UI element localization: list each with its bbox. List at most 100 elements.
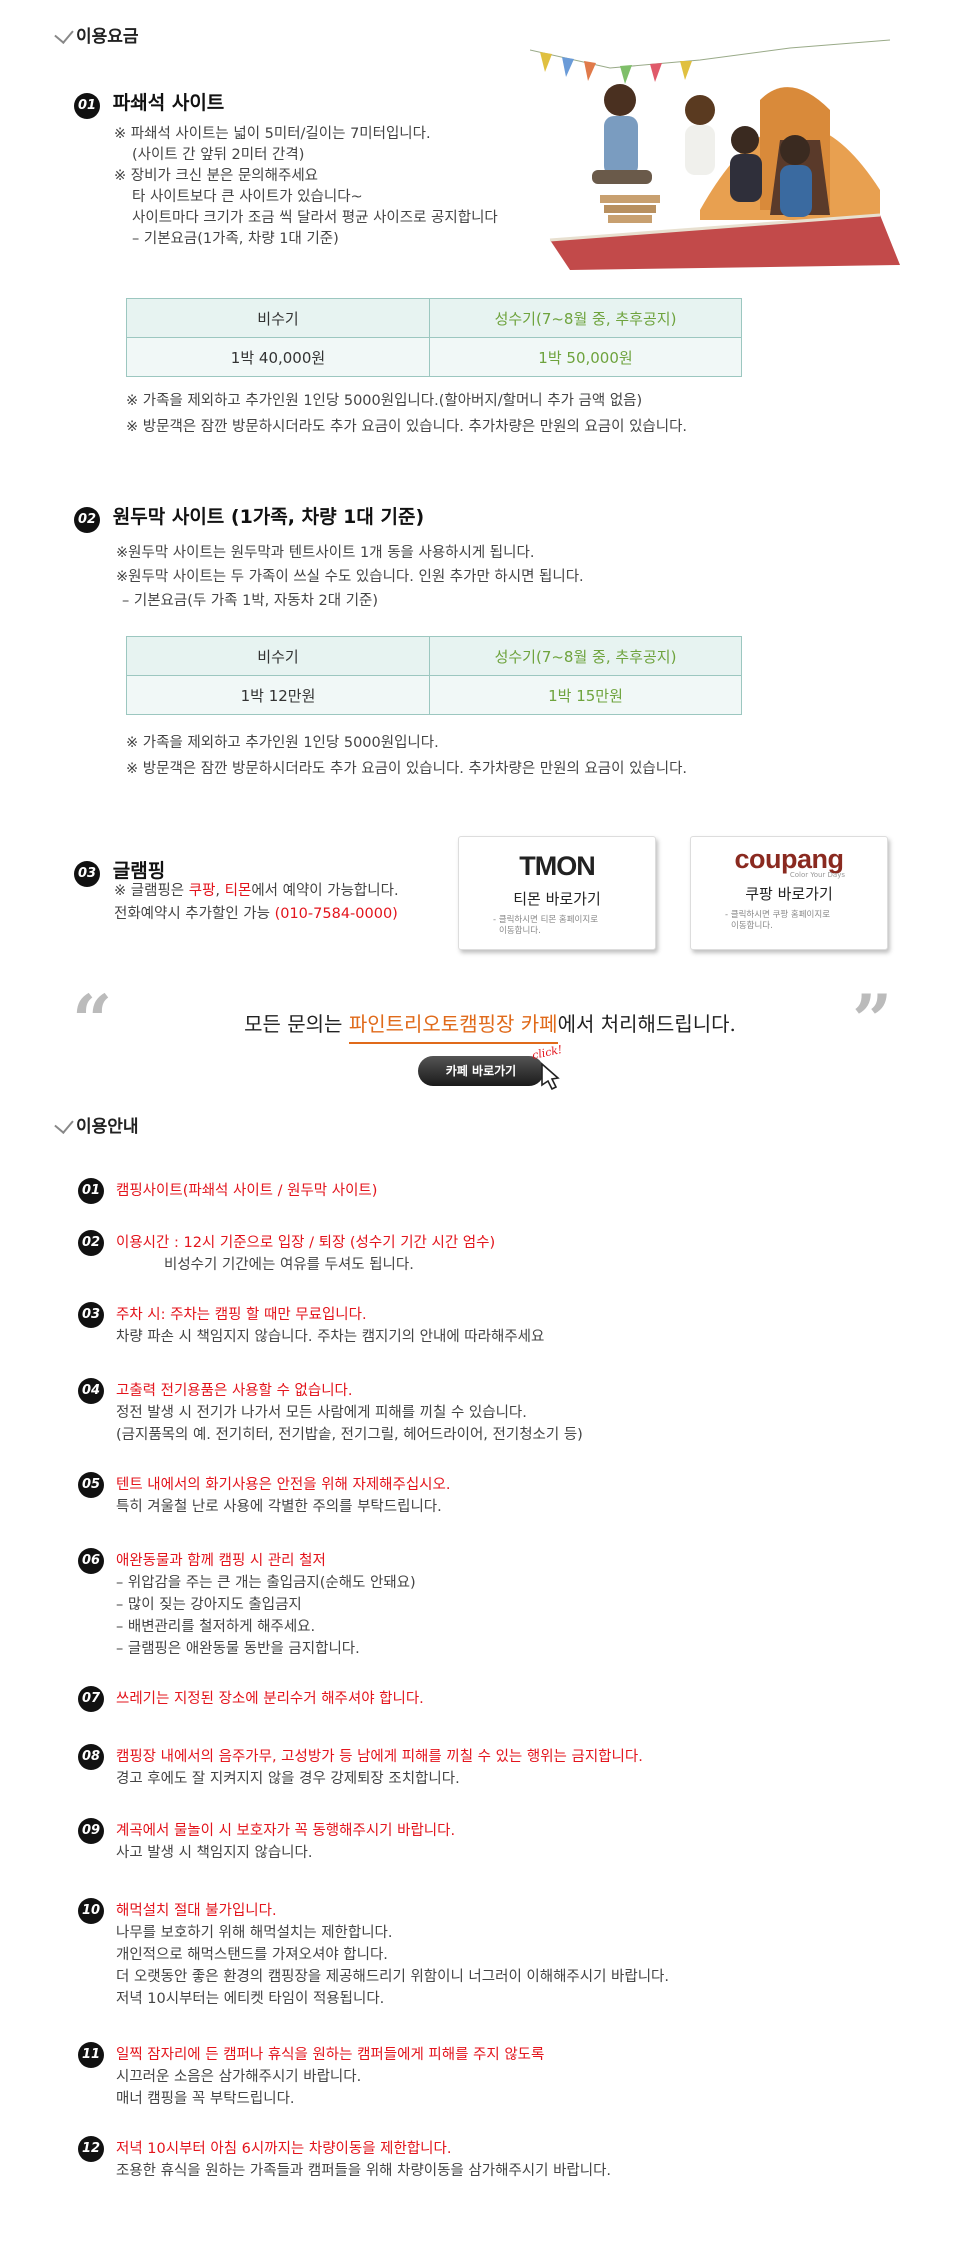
off-season-label: 비수기 <box>126 298 430 338</box>
off-season-price: 1박 12만원 <box>126 675 430 715</box>
guide-item-line: 비성수기 기간에는 여유를 두셔도 됩니다. <box>164 1257 414 1273</box>
guide-item-number: 11 <box>78 2042 104 2068</box>
site1-line: 사이트마다 크기가 조금 씩 달라서 평균 사이즈로 공지합니다 <box>132 210 498 226</box>
peak-season-price: 1박 15만원 <box>429 675 742 715</box>
off-season-price: 1박 40,000원 <box>126 337 430 377</box>
coupang-link-card[interactable]: coupang Color Your Days 쿠팡 바로가기 - 클릭하시면 … <box>690 836 888 950</box>
guide-item-line: 정전 발생 시 전기가 나가서 모든 사람에게 피해를 끼칠 수 있습니다. <box>116 1405 527 1421</box>
camping-family-photo <box>529 30 900 270</box>
site2-price-table: 비수기 성수기(7~8월 중, 추후공지) 1박 12만원 1박 15만원 <box>126 636 742 715</box>
guide-item-line: 주차 시: 주차는 캠핑 할 때만 무료입니다. <box>116 1307 367 1323</box>
guide-item-line: 저녁 10시부터는 에티켓 타임이 적용됩니다. <box>116 1991 385 2007</box>
guide-item-number: 05 <box>78 1472 104 1498</box>
contact-pre: 모든 문의는 <box>244 1012 349 1036</box>
guide-item-line: 사고 발생 시 책임지지 않습니다. <box>116 1845 313 1861</box>
peak-season-label: 성수기(7~8월 중, 추후공지) <box>429 298 742 338</box>
site2-note: ※ 가족을 제외하고 추가인원 1인당 5000원입니다. <box>126 735 439 751</box>
coupang-logo: coupang <box>734 844 845 874</box>
site2-notes: ※ 가족을 제외하고 추가인원 1인당 5000원입니다. ※ 방문객은 잠깐 … <box>126 730 687 782</box>
site2-title: 원두막 사이트 (1가족, 차량 1대 기준) <box>112 506 425 528</box>
guide-item-number: 02 <box>78 1230 104 1256</box>
guide-section-header: 이용안내 <box>54 1112 139 1137</box>
phone-number: (010-7584-0000) <box>274 906 398 922</box>
guide-item-line: 매너 캠핑을 꼭 부탁드립니다. <box>116 2091 295 2107</box>
tmon-link-card[interactable]: TMON 티몬 바로가기 - 클릭하시면 티몬 홈페이지로 이동합니다. <box>458 836 656 950</box>
text: 에서 예약이 가능합니다. <box>251 883 399 899</box>
tmon-desc-line: 이동합니다. <box>499 926 541 936</box>
off-season-label: 비수기 <box>126 636 430 676</box>
site1-note: ※ 방문객은 잠깐 방문하시더라도 추가 요금이 있습니다. 추가차량은 만원의… <box>126 419 688 435</box>
guide-item-line: 캠핑사이트(파쇄석 사이트 / 원두막 사이트) <box>116 1183 378 1199</box>
site2-line: ※원두막 사이트는 두 가족이 쓰실 수도 있습니다. 인원 추가만 하시면 됩… <box>116 569 584 585</box>
site1-line: ※ 파쇄석 사이트는 넓이 5미터/길이는 7미터입니다. <box>114 126 431 142</box>
guide-item-line: 해먹설치 절대 불가입니다. <box>116 1903 277 1919</box>
guide-item-line: 캠핑장 내에서의 음주가무, 고성방가 등 남에게 피해를 끼칠 수 있는 행위… <box>116 1749 643 1765</box>
site1-line: ※ 장비가 크신 분은 문의해주세요 <box>114 168 319 184</box>
text: 전화예약시 추가할인 가능 <box>114 906 275 922</box>
site3-title: 글램핑 <box>112 860 166 882</box>
tmon-logo: TMON <box>519 851 595 881</box>
site1-header: 01 파쇄석 사이트 <box>74 88 224 119</box>
tmon-text: 티몬 <box>224 883 252 899</box>
guide-item-line: 고출력 전기용품은 사용할 수 없습니다. <box>116 1383 353 1399</box>
contact-post: 에서 처리해드립니다. <box>557 1012 736 1036</box>
tmon-link-desc: - 클릭하시면 티몬 홈페이지로 이동합니다. <box>493 915 655 937</box>
guide-item-number: 12 <box>78 2136 104 2162</box>
check-icon <box>54 1114 74 1134</box>
site1-note: ※ 가족을 제외하고 추가인원 1인당 5000원입니다.(할아버지/할머니 추… <box>126 393 643 409</box>
site1-line: – 기본요금(1가족, 차량 1대 기준) <box>132 231 339 247</box>
guide-item-number: 08 <box>78 1744 104 1770</box>
fee-section-title: 이용요금 <box>76 27 139 47</box>
coupang-link-label: 쿠팡 바로가기 <box>745 885 833 903</box>
guide-item-line: 경고 후에도 잘 지켜지지 않을 경우 강제퇴장 조치합니다. <box>116 1771 460 1787</box>
site1-number: 01 <box>74 93 100 119</box>
coupang-tagline: Color Your Days <box>789 871 845 879</box>
site1-description: ※ 파쇄석 사이트는 넓이 5미터/길이는 7미터입니다. (사이트 간 앞뒤 … <box>114 124 498 250</box>
guide-item-line: 나무를 보호하기 위해 해먹설치는 제한합니다. <box>116 1925 393 1941</box>
open-quote-icon: “ <box>72 979 113 1062</box>
guide-item-line: 차량 파손 시 책임지지 않습니다. 주차는 캠지기의 안내에 따라해주세요 <box>116 1329 545 1345</box>
text: ※ 글램핑은 <box>114 883 189 899</box>
text: , <box>215 883 225 899</box>
guide-item-line: 조용한 휴식을 원하는 가족들과 캠퍼들을 위해 차량이동을 삼가해주시기 바랍… <box>116 2163 612 2179</box>
site2-line: – 기본요금(두 가족 1박, 자동차 2대 기준) <box>122 593 379 609</box>
guide-item-line: 저녁 10시부터 아침 6시까지는 차량이동을 제한합니다. <box>116 2141 452 2157</box>
site2-number: 02 <box>74 507 100 533</box>
guide-item-line: 쓰레기는 지정된 장소에 분리수거 해주셔야 합니다. <box>116 1691 424 1707</box>
guide-item-line: 개인적으로 해먹스탠드를 가져오셔야 합니다. <box>116 1947 388 1963</box>
fee-section-header: 이용요금 <box>54 22 139 47</box>
guide-item-number: 06 <box>78 1548 104 1574</box>
check-icon <box>54 24 74 44</box>
site3-header: 03 글램핑 <box>74 856 165 887</box>
site3-description: ※ 글램핑은 쿠팡, 티몬에서 예약이 가능합니다. 전화예약시 추가할인 가능… <box>114 880 399 926</box>
guide-item-line: – 배변관리를 철저하게 해주세요. <box>116 1619 316 1635</box>
site2-description: ※원두막 사이트는 원두막과 텐트사이트 1개 동을 사용하시게 됩니다. ※원… <box>116 541 584 613</box>
guide-item-number: 04 <box>78 1378 104 1404</box>
site1-title: 파쇄석 사이트 <box>112 92 225 114</box>
peak-season-label: 성수기(7~8월 중, 추후공지) <box>429 636 742 676</box>
guide-item-line: 특히 겨울철 난로 사용에 각별한 주의를 부탁드립니다. <box>116 1499 442 1515</box>
contact-message: 모든 문의는 파인트리오토캠핑장 카페에서 처리해드립니다. <box>210 1008 770 1044</box>
coupang-text: 쿠팡 <box>188 883 216 899</box>
site1-notes: ※ 가족을 제외하고 추가인원 1인당 5000원입니다.(할아버지/할머니 추… <box>126 388 687 440</box>
guide-item-number: 09 <box>78 1818 104 1844</box>
guide-item-line: 계곡에서 물놀이 시 보호자가 꼭 동행해주시기 바랍니다. <box>116 1823 456 1839</box>
guide-item-line: – 많이 짖는 강아지도 출입금지 <box>116 1597 302 1613</box>
guide-item-number: 01 <box>78 1178 104 1204</box>
site3-number: 03 <box>74 861 100 887</box>
site1-price-table: 비수기 성수기(7~8월 중, 추후공지) 1박 40,000원 1박 50,0… <box>126 298 742 377</box>
guide-item-line: 이용시간 : 12시 기준으로 입장 / 퇴장 (성수기 기간 시간 엄수) <box>116 1235 496 1251</box>
tmon-link-label: 티몬 바로가기 <box>513 890 601 908</box>
cafe-link-text[interactable]: 파인트리오토캠핑장 카페 <box>348 1012 558 1044</box>
tmon-desc-line: - 클릭하시면 티몬 홈페이지로 <box>493 915 599 925</box>
site1-line: (사이트 간 앞뒤 2미터 간격) <box>132 147 305 163</box>
guide-item-line: 시끄러운 소음은 삼가해주시기 바랍니다. <box>116 2069 362 2085</box>
coupang-desc-line: 이동합니다. <box>731 921 773 931</box>
site2-header: 02 원두막 사이트 (1가족, 차량 1대 기준) <box>74 502 424 533</box>
cafe-button[interactable]: 카페 바로가기 <box>418 1056 544 1086</box>
guide-section-title: 이용안내 <box>76 1117 139 1137</box>
guide-item-line: – 글램핑은 애완동물 동반을 금지합니다. <box>116 1641 360 1657</box>
site2-line: ※원두막 사이트는 원두막과 텐트사이트 1개 동을 사용하시게 됩니다. <box>116 545 535 561</box>
guide-item-line: (금지품목의 예. 전기히터, 전기밥솥, 전기그릴, 헤어드라이어, 전기청소… <box>116 1427 583 1443</box>
guide-item-line: 애완동물과 함께 캠핑 시 관리 철저 <box>116 1553 326 1569</box>
